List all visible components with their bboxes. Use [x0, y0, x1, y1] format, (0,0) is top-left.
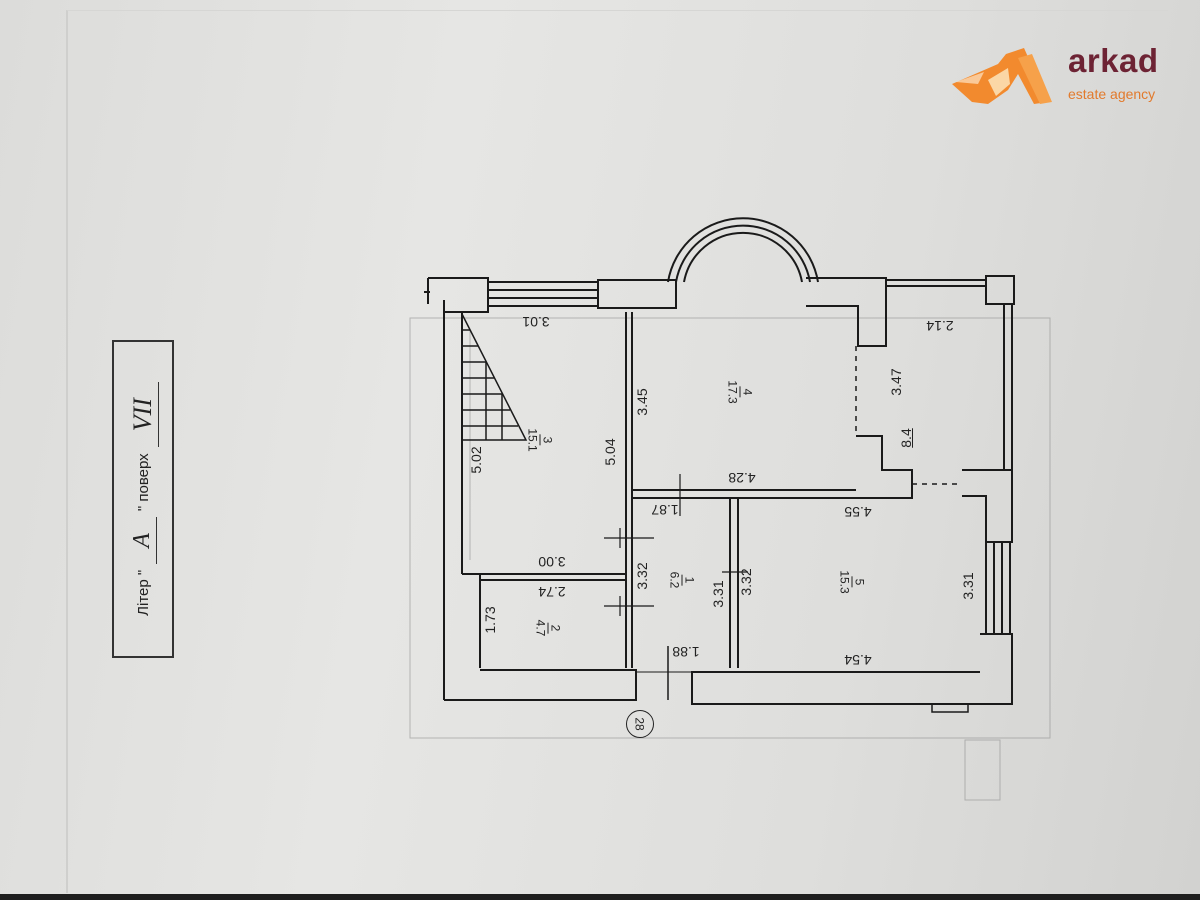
sheet-frame-edge [66, 10, 1168, 893]
dim-label: 3.32 [634, 562, 650, 590]
staircase [461, 313, 528, 441]
dim-label: 3.01 [522, 314, 550, 330]
outer-wall-bottom-left [444, 669, 637, 701]
dim-label: 8.4 [898, 428, 914, 448]
title-box: Літер " А " поверх VII [112, 340, 174, 658]
balcony-post [985, 275, 1015, 305]
room-label-1: 1 6.2 [667, 571, 697, 589]
dim-label: 1.73 [482, 606, 498, 634]
room-label-4: 4 17.3 [725, 380, 755, 404]
dim-label: 3.31 [710, 580, 726, 608]
room-area: 15.1 [525, 428, 540, 452]
dimension-ticks [604, 474, 748, 616]
outer-wall-bottom-right [691, 633, 1013, 705]
column-middle [856, 435, 913, 499]
dim-label: 5.02 [468, 446, 484, 474]
dim-label: 4.28 [728, 470, 756, 486]
dim-label: 1.87 [651, 502, 679, 518]
logo-tagline: estate agency [1068, 86, 1156, 102]
dim-label: 2.14 [926, 318, 954, 334]
room-number: 2 [547, 622, 563, 634]
dim-label: 4.54 [844, 652, 872, 668]
room-area: 15.3 [837, 570, 852, 594]
room-number: 5 [851, 576, 867, 588]
room-label-2: 2 4.7 [533, 619, 563, 637]
room-label-3: 3 15.1 [525, 428, 555, 452]
company-logo: arkad estate agency [948, 42, 1200, 110]
dim-label: 4.55 [844, 504, 872, 520]
faint-background-lines [409, 317, 1051, 801]
dim-label: 2.74 [538, 584, 566, 600]
room-label-5: 5 15.3 [837, 570, 867, 594]
dim-label: 3.00 [538, 554, 566, 570]
dim-label: 1.88 [672, 644, 700, 660]
section-marker: 28 [626, 710, 654, 738]
column-right [962, 469, 1013, 543]
room-area: 4.7 [533, 619, 548, 637]
room-area: 17.3 [725, 380, 740, 404]
corner-block-top-left [428, 277, 489, 313]
dim-label: 3.31 [960, 572, 976, 600]
room-number: 1 [681, 574, 697, 586]
bay-window-arc [667, 217, 819, 283]
section-marker-label: 28 [632, 717, 647, 731]
column-top-right [806, 277, 887, 347]
logo-name: arkad [1068, 42, 1159, 79]
photo-dark-edge [0, 894, 1200, 900]
wall-pier-top [597, 279, 677, 309]
dashed-openings [855, 346, 962, 485]
dim-label: 5.04 [602, 438, 618, 466]
dim-label: 3.32 [738, 568, 754, 596]
room-area: 6.2 [667, 571, 682, 589]
room-number: 4 [739, 386, 755, 398]
logo-mark-icon [952, 48, 1052, 104]
room-number: 3 [539, 434, 555, 446]
walls [424, 217, 1015, 713]
dim-label: 3.45 [634, 388, 650, 416]
dim-label: 3.47 [888, 368, 904, 396]
